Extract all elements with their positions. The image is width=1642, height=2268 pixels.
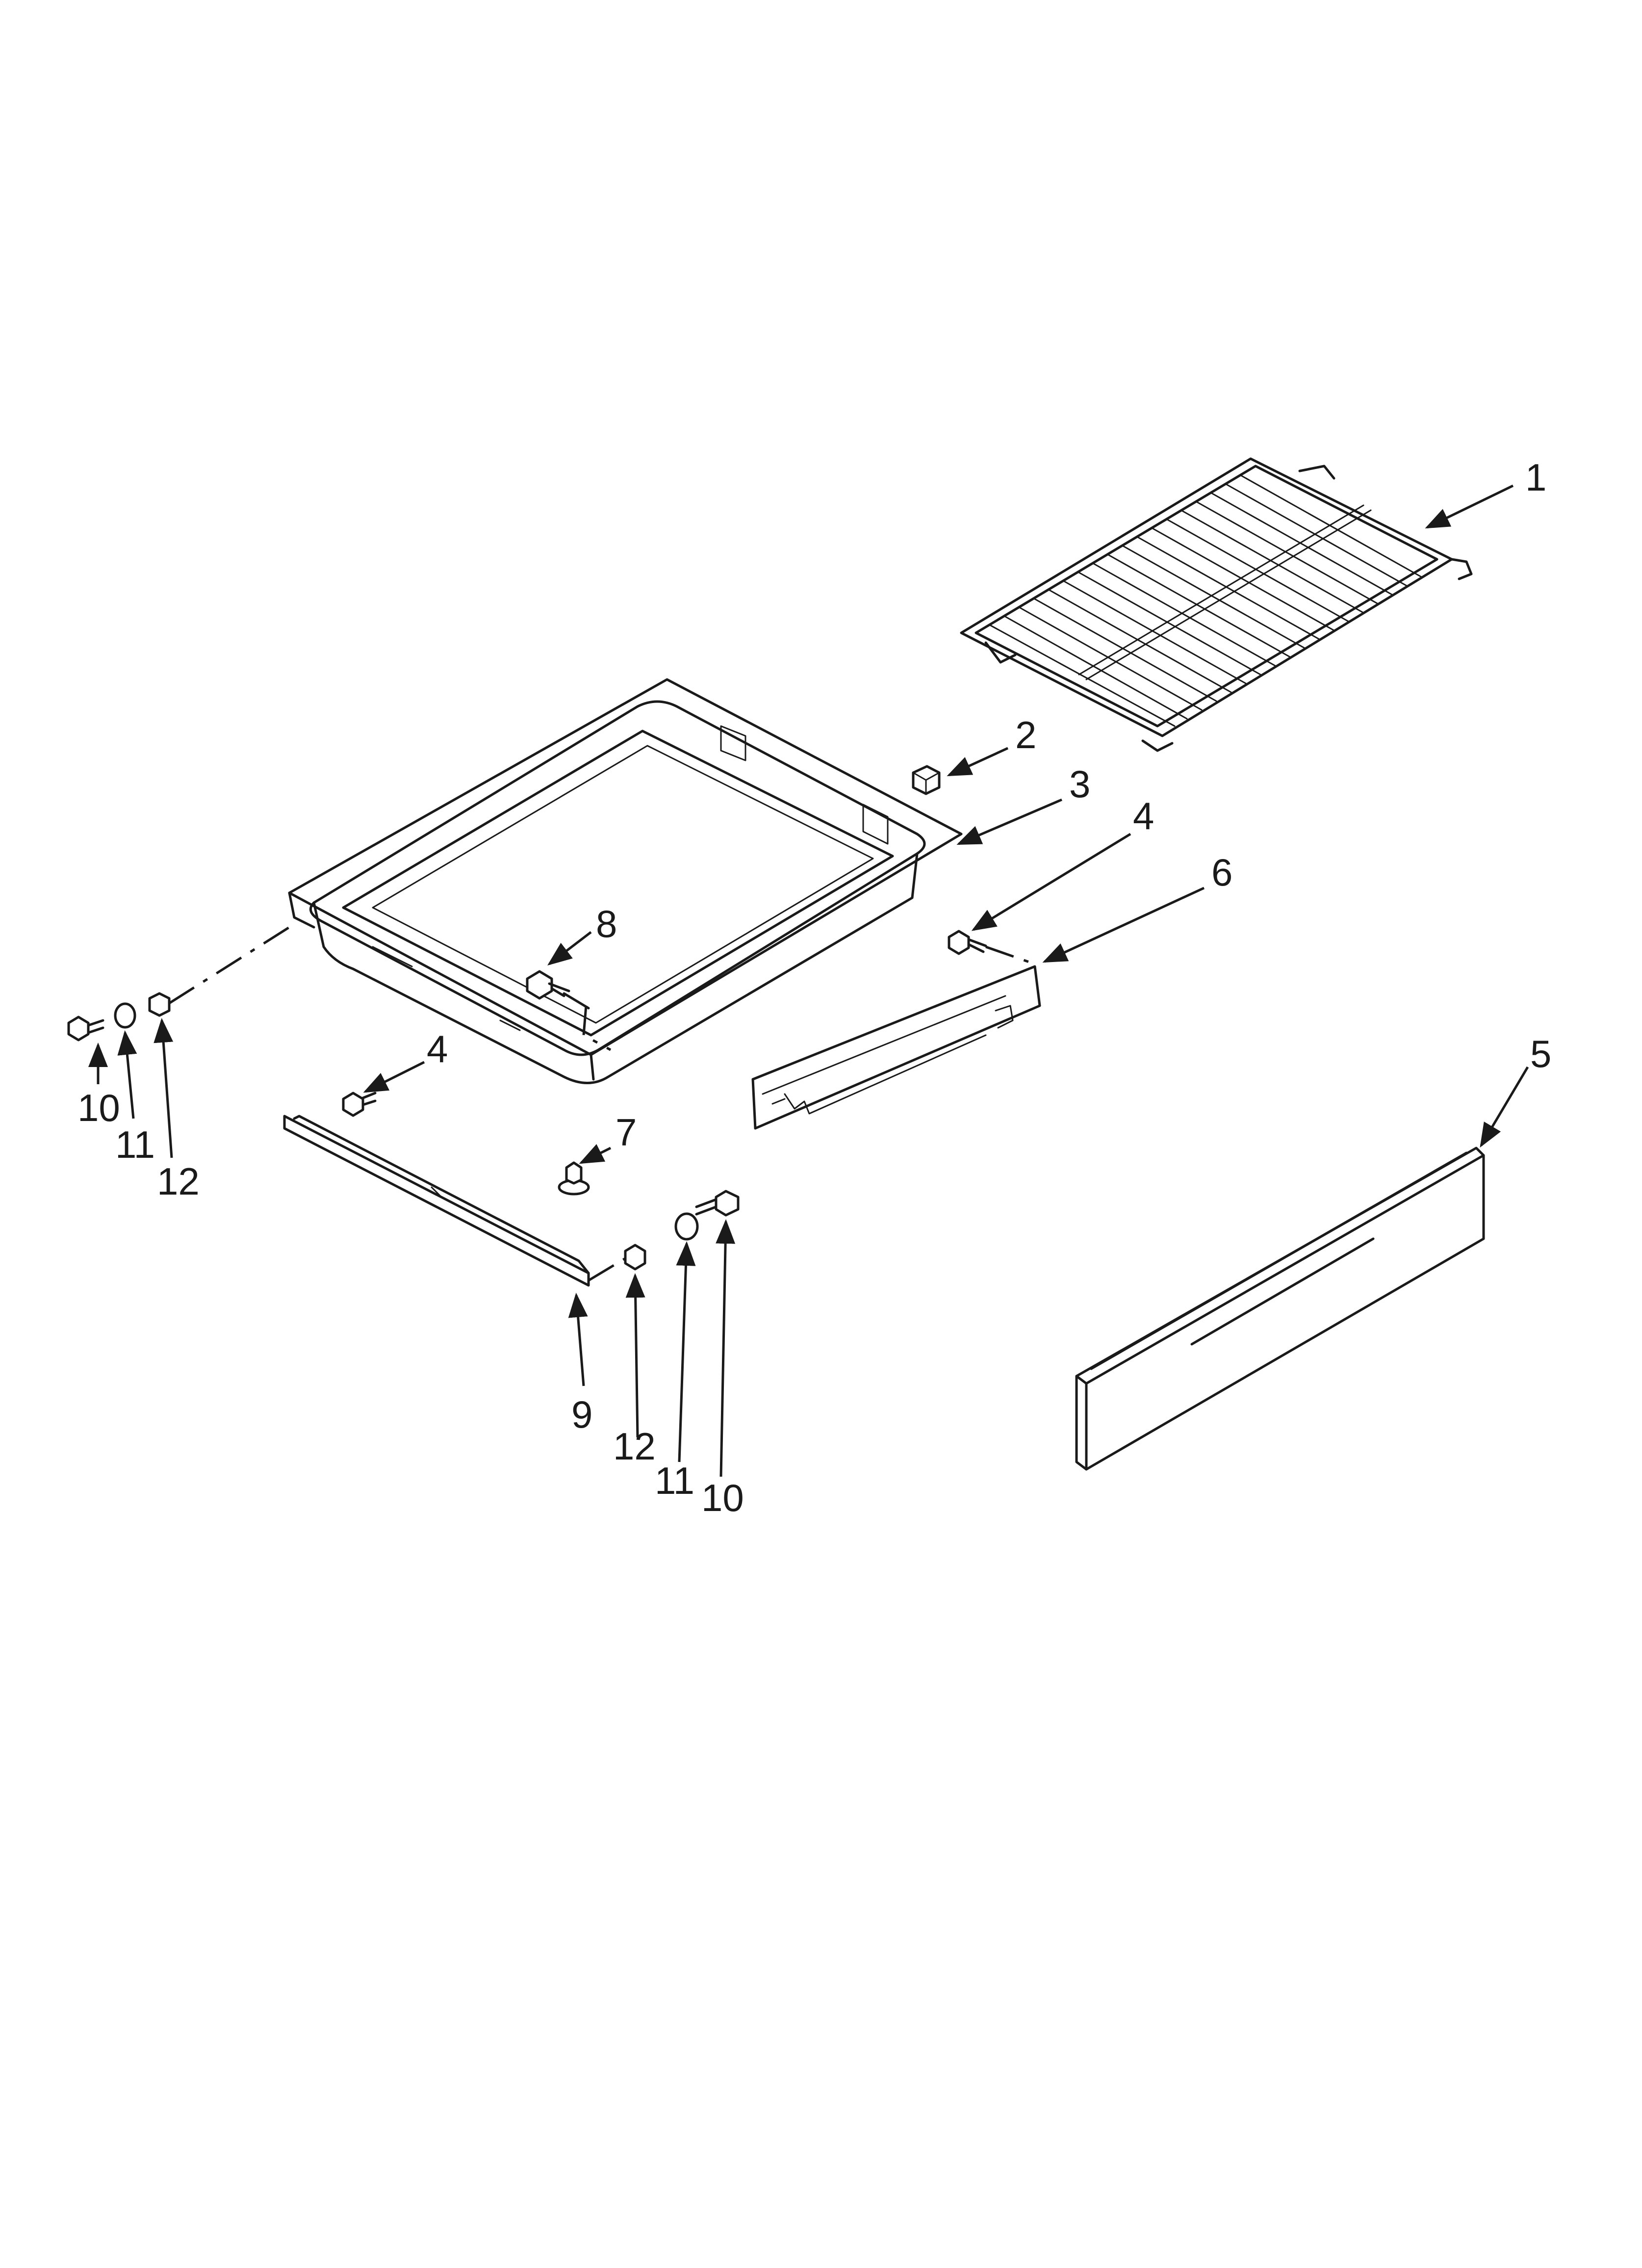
callout-3: 3 xyxy=(1069,762,1090,806)
callout-1: 1 xyxy=(1525,456,1546,499)
callout-11a: 11 xyxy=(115,1123,155,1166)
callout-6: 6 xyxy=(1211,851,1232,894)
pan-screw xyxy=(526,970,590,1010)
callouts: 1 2 3 4 4 5 6 7 8 9 10 11 12 10 11 12 xyxy=(77,456,1551,1519)
callout-4b: 4 xyxy=(427,1027,448,1070)
oven-rack xyxy=(960,457,1473,752)
spacer-block xyxy=(912,765,941,795)
assembly-lines xyxy=(168,926,1035,1282)
callout-11b: 11 xyxy=(655,1459,694,1502)
drawer-front xyxy=(1075,1147,1485,1471)
side-bracket xyxy=(751,965,1041,1130)
callout-9: 9 xyxy=(571,1393,592,1436)
callout-7: 7 xyxy=(616,1111,637,1154)
bracket-screw-upper xyxy=(948,930,987,955)
rail-screw xyxy=(342,1092,377,1117)
callout-2: 2 xyxy=(1015,713,1036,756)
callout-4a: 4 xyxy=(1133,794,1154,837)
callout-8: 8 xyxy=(596,902,617,945)
callout-12a: 12 xyxy=(157,1160,200,1203)
front-rail xyxy=(283,1115,590,1287)
callout-5: 5 xyxy=(1530,1032,1551,1075)
callout-12b: 12 xyxy=(613,1425,656,1468)
leveling-foot xyxy=(558,1161,590,1196)
callout-10a: 10 xyxy=(77,1086,120,1129)
callout-10b: 10 xyxy=(701,1476,744,1519)
leader-arrows xyxy=(88,484,1529,1477)
right-hardware xyxy=(624,1190,740,1271)
left-hardware xyxy=(67,992,171,1042)
drawer-pan xyxy=(288,678,963,1084)
